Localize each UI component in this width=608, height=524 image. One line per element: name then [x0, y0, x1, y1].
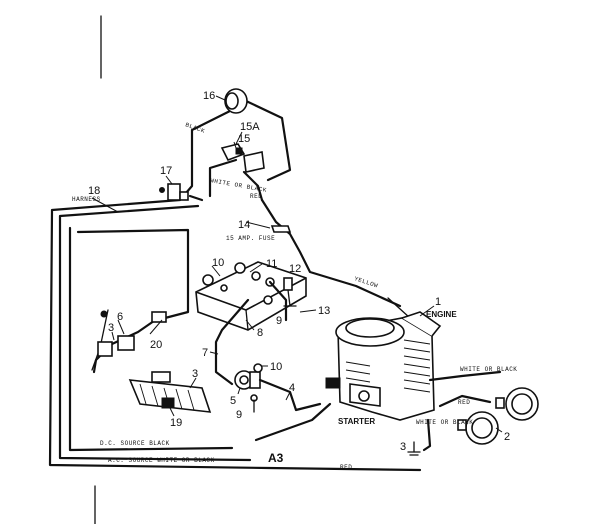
part-number-19: 19: [170, 417, 182, 429]
part-number-13: 13: [318, 305, 330, 317]
cable-7: 7: [202, 347, 219, 359]
part-number-7: 7: [202, 347, 208, 359]
part-number-5: 5: [230, 395, 236, 407]
label-starter: STARTER: [338, 417, 375, 426]
safety-switch: 17: [159, 165, 189, 201]
part-number-10-solenoid: 10: [270, 361, 282, 373]
cable-13: 13: [299, 305, 330, 317]
label-dc-source: D.C. SOURCE BLACK: [100, 440, 170, 447]
part-number-3-lower: 3: [400, 441, 406, 453]
part-number-11: 11: [266, 258, 277, 270]
label-red-bottom: RED: [340, 464, 352, 471]
part-number-10-battery: 10: [212, 257, 224, 269]
battery-cable-end: 12 9: [276, 263, 301, 327]
label-white-or-black-top: WHITE OR BLACK: [210, 177, 268, 194]
fuse: 14 15 AMP. FUSE: [226, 219, 292, 242]
headlights: 2: [422, 370, 539, 452]
ignition-switch: 16: [203, 88, 248, 114]
part-number-15a: 15A: [240, 121, 260, 133]
key-switch-bracket: 20 6 3: [91, 309, 167, 374]
ground-terminal: 3: [400, 441, 421, 456]
part-number-4: 4: [289, 382, 295, 394]
part-number-17: 17: [160, 165, 172, 177]
label-red-right: RED: [458, 399, 470, 406]
part-number-2: 2: [504, 431, 510, 443]
label-engine: ENGINE: [426, 310, 457, 319]
label-fuse: 15 AMP. FUSE: [226, 235, 275, 242]
engine: 1 ENGINE STARTER: [325, 296, 457, 426]
wiring-harness: [48, 108, 422, 472]
part-number-1: 1: [435, 296, 441, 308]
label-ac-source: A.C. SOURCE WHITE OR BLACK: [108, 457, 215, 464]
figure-code: A3: [268, 451, 284, 465]
part-number-9-upper: 9: [276, 315, 282, 327]
label-white-or-black-low: WHITE OR BLACK: [416, 419, 473, 426]
part-number-9-lower: 9: [236, 409, 242, 421]
label-black: BLACK: [184, 121, 206, 135]
part-number-8: 8: [257, 327, 263, 339]
part-number-15: 15: [238, 133, 250, 145]
part-number-20: 20: [150, 339, 162, 351]
label-red-top: RED: [250, 193, 262, 200]
label-harness: HARNESS: [72, 196, 101, 203]
starter-solenoid: 5 10 9: [230, 361, 322, 421]
part-number-18: 18: [88, 185, 100, 197]
scan-marks: [94, 15, 102, 524]
part-number-3-upper: 3: [108, 322, 114, 334]
starter-cable: 4: [254, 382, 332, 442]
interlock-switch: 3 19: [128, 368, 212, 429]
harness-tag: 18 HARNESS: [72, 185, 119, 213]
battery: 10 11 8: [195, 257, 307, 386]
upper-wiring: [242, 98, 411, 319]
part-number-3-middle: 3: [192, 368, 198, 380]
part-number-16: 16: [203, 90, 215, 102]
ignition-key: 15A 15: [220, 121, 265, 173]
part-number-6: 6: [117, 311, 123, 323]
part-number-14: 14: [238, 219, 250, 231]
part-number-12: 12: [289, 263, 301, 275]
label-white-or-black-right: WHITE OR BLACK: [460, 366, 517, 373]
